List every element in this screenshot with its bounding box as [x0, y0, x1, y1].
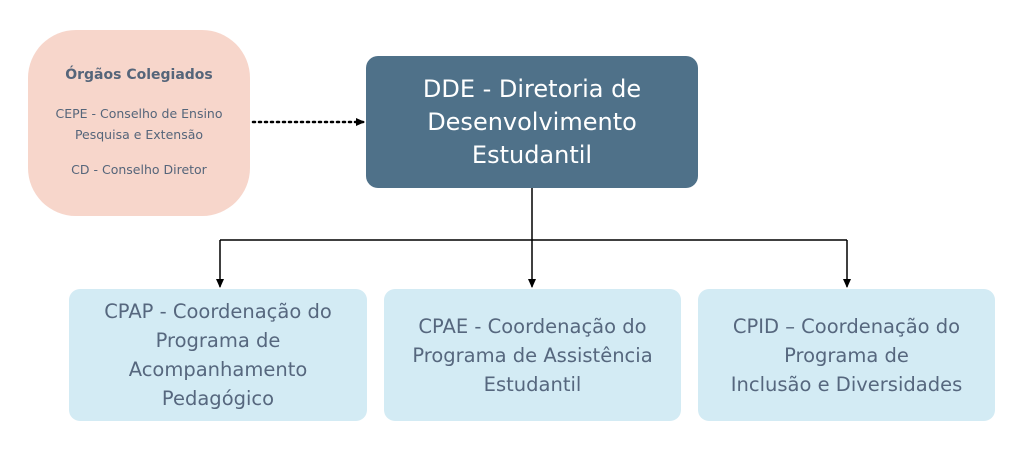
cpap-line-3: Acompanhamento — [128, 358, 308, 381]
cpap-line-1: CPAP - Coordenação do — [104, 300, 332, 323]
cd-line: CD - Conselho Diretor — [71, 161, 207, 177]
cepe-line-2: Pesquisa e Extensão — [74, 126, 204, 142]
orgaos-colegiados-title: Órgãos Colegiados — [65, 66, 213, 83]
cpid-line-1: CPID – Coordenação do — [732, 314, 961, 338]
cepe-line-1: CEPE - Conselho de Ensino — [55, 105, 223, 121]
dde-line-2: Desenvolvimento — [427, 107, 637, 136]
cpae-line-3: Estudantil — [483, 372, 582, 396]
cpid-line-2: Programa de — [784, 343, 909, 367]
cpae-box: CPAE - Coordenação do Programa de Assist… — [384, 289, 681, 421]
cpid-box: CPID – Coordenação do Programa de Inclus… — [698, 289, 995, 421]
cpap-box: CPAP - Coordenação do Programa de Acompa… — [69, 289, 367, 421]
cpap-line-4: Pedagógico — [161, 387, 275, 410]
cpae-line-1: CPAE - Coordenação do — [418, 314, 647, 338]
dde-box: DDE - Diretoria de Desenvolvimento Estud… — [366, 56, 698, 188]
cpid-line-3: Inclusão e Diversidades — [730, 372, 963, 396]
orgaos-colegiados-box: Órgãos Colegiados CEPE - Conselho de Ens… — [28, 30, 250, 216]
dde-line-1: DDE - Diretoria de — [422, 74, 642, 103]
cpae-line-2: Programa de Assistência — [412, 343, 653, 367]
cpap-line-2: Programa de — [155, 329, 281, 352]
dde-line-3: Estudantil — [471, 140, 593, 169]
